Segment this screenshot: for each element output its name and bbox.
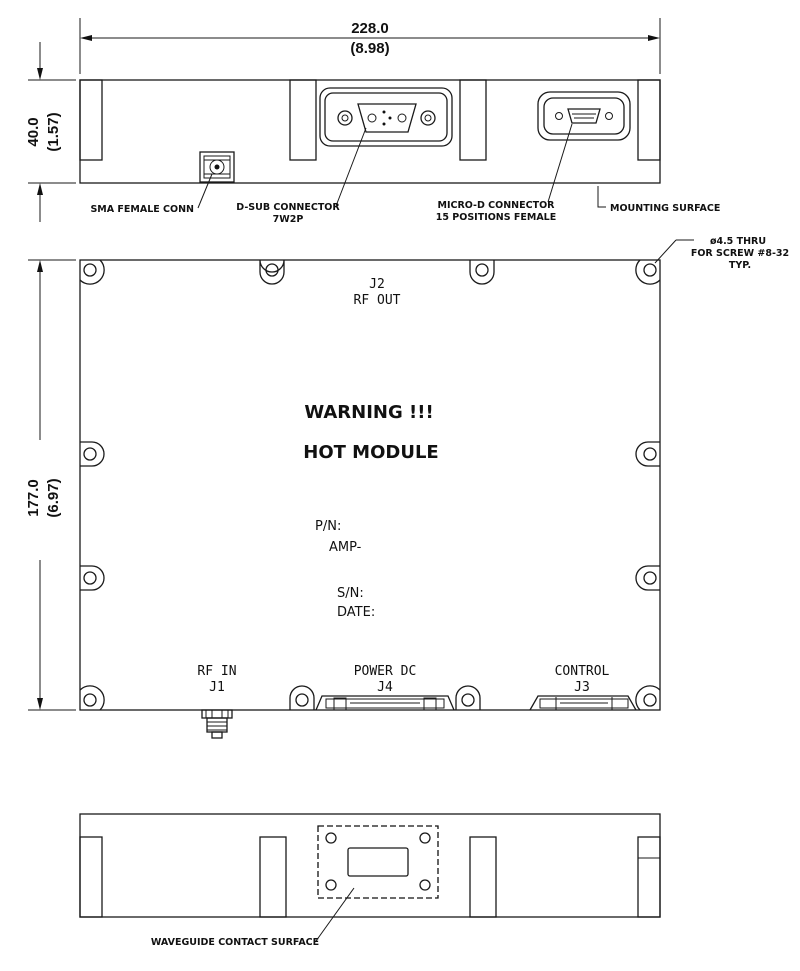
j4-name: POWER DC (354, 664, 417, 679)
height-mm-text: 40.0 (25, 117, 42, 146)
depth-mm-text: 177.0 (25, 479, 42, 517)
microd-label-2: 15 POSITIONS FEMALE (436, 212, 556, 223)
hole-label-3: TYP. (729, 260, 751, 271)
sma-connector (200, 152, 234, 182)
dsub-label-2: 7W2P (273, 214, 304, 225)
warning-text: WARNING !!! (304, 402, 433, 423)
sn-text: S/N: (337, 586, 364, 601)
amp-text: AMP- (329, 540, 362, 555)
j1-id: J1 (209, 680, 225, 695)
height-in-text: (1.57) (45, 112, 62, 151)
sma-label: SMA FEMALE CONN (90, 204, 194, 215)
j4-connector (316, 696, 454, 710)
j2-id: J2 (369, 277, 385, 292)
microd-connector (538, 92, 630, 140)
mounting-holes (80, 260, 660, 710)
j3-connector (530, 696, 636, 710)
width-mm-text: 228.0 (351, 20, 389, 37)
j4-id: J4 (377, 680, 393, 695)
front-view (80, 80, 660, 183)
hot-module-text: HOT MODULE (303, 442, 438, 463)
top-view: ø4.5 THRU FOR SCREW #8-32 TYP. J2 RF OUT… (80, 236, 789, 738)
date-text: DATE: (337, 605, 375, 620)
j1-name: RF IN (197, 664, 236, 679)
waveguide-label: WAVEGUIDE CONTACT SURFACE (151, 937, 319, 948)
height-dimension: 40.0 (1.57) (25, 42, 76, 222)
front-callouts: SMA FEMALE CONN D-SUB CONNECTOR 7W2P MIC… (90, 124, 720, 225)
hole-label-2: FOR SCREW #8-32 (691, 248, 789, 259)
hole-label-1: ø4.5 THRU (710, 236, 766, 247)
pn-text: P/N: (315, 519, 341, 534)
waveguide-flange (318, 826, 438, 898)
j2-name: RF OUT (354, 293, 401, 308)
j3-id: J3 (574, 680, 590, 695)
depth-dimension: 177.0 (6.97) (25, 260, 76, 710)
depth-in-text: (6.97) (45, 478, 62, 517)
dsub-label-1: D-SUB CONNECTOR (236, 202, 340, 213)
mounting-label: MOUNTING SURFACE (610, 203, 720, 214)
bottom-view: WAVEGUIDE CONTACT SURFACE (80, 814, 660, 948)
dsub-connector (320, 88, 452, 146)
j1-sma-connector (202, 710, 232, 738)
width-dimension: 228.0 (8.98) (80, 18, 660, 74)
microd-label-1: MICRO-D CONNECTOR (438, 200, 556, 211)
j3-name: CONTROL (555, 664, 610, 679)
width-in-text: (8.98) (350, 40, 389, 57)
